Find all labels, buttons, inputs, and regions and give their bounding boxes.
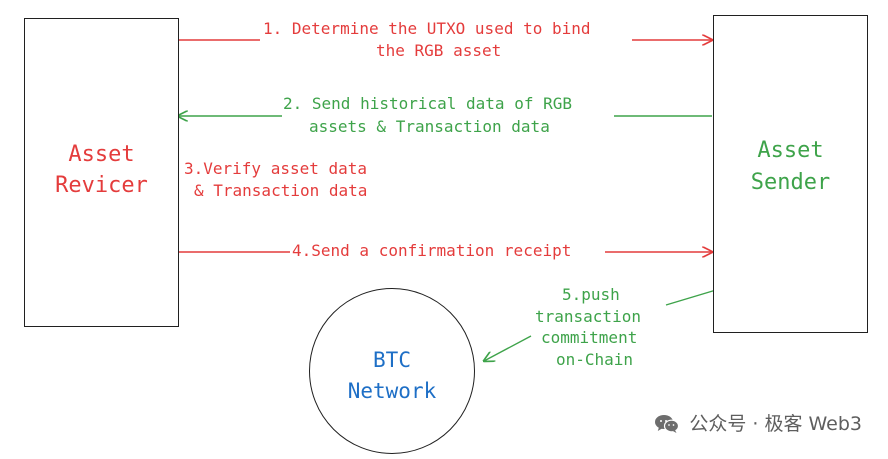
asset-sender-label-line-1: Asset (757, 138, 824, 163)
watermark-text: 公众号 · 极客 Web3 (689, 413, 862, 435)
step-1-label-line-2: the RGB asset (376, 41, 502, 60)
step-1-label-line-1: 1. Determine the UTXO used to bind (263, 19, 591, 38)
step-5-label-line-3: commitment (541, 328, 638, 347)
step-2-label-line-2: assets & Transaction data (309, 117, 550, 136)
asset-receiver-box: Asset Revicer (24, 18, 179, 327)
btc-network-circle: BTC Network (309, 288, 475, 454)
step-3-label-line-2: & Transaction data (194, 181, 368, 200)
step-5-arrow-lower-segment (484, 335, 532, 361)
step-5-label-line-4: on-Chain (556, 350, 634, 369)
btc-network-label-line-1: BTC (373, 348, 411, 372)
step-4-label: 4.Send a confirmation receipt (292, 241, 572, 260)
step-5-arrow-upper-segment (665, 289, 717, 306)
wechat-icon (655, 415, 680, 433)
btc-network-label-line-2: Network (347, 379, 437, 403)
step-2-label-line-1: 2. Send historical data of RGB (283, 94, 572, 113)
step-3-label-line-1: 3.Verify asset data (184, 159, 368, 178)
asset-sender-label-line-2: Sender (750, 170, 831, 195)
asset-receiver-label-line-1: Asset (68, 142, 135, 167)
step-5-label-line-2: transaction (535, 307, 641, 326)
step-5-label-line-1: 5.push (562, 285, 620, 304)
asset-receiver-label-line-2: Revicer (55, 173, 148, 198)
watermark: 公众号 · 极客 Web3 (654, 412, 862, 436)
asset-sender-box: Asset Sender (713, 15, 868, 333)
